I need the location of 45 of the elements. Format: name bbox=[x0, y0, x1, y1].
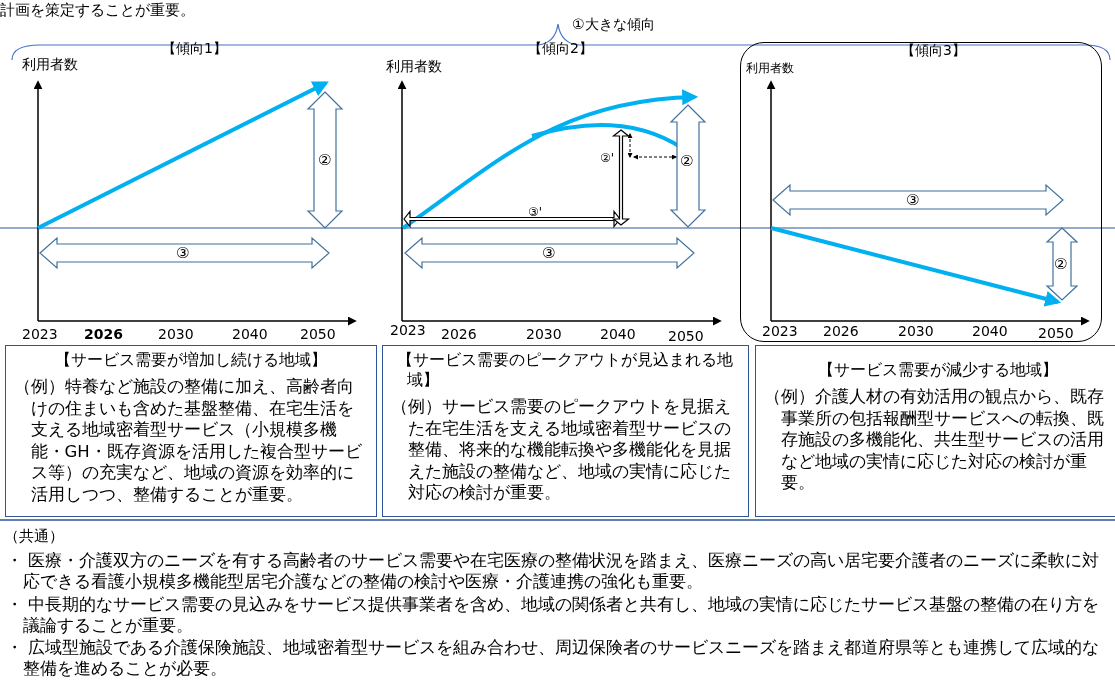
tick-label: 2023 bbox=[762, 323, 798, 339]
section-heading: （共通） bbox=[4, 528, 64, 544]
box-heading: 【サービス需要が減少する地域】 bbox=[816, 360, 1059, 380]
tick-label: 2040 bbox=[600, 326, 636, 342]
panel-heading: 【傾向2】 bbox=[528, 40, 593, 56]
tick-label: 2050 bbox=[1038, 325, 1074, 341]
tick-label: 2050 bbox=[300, 326, 336, 342]
tick-label: 2026 bbox=[84, 326, 123, 342]
bullet-text: ・ 医療・介護双方のニーズを有する高齢者のサービス需要や在宅医療の整備状況を踏まえ、医療ニーズの高い居宅要介護者のニーズに柔軟に対応できる看護小規模多機能型居宅介護などの整備の検討や医療・介護連携の強化も重要。 bbox=[6, 550, 1101, 592]
description-box bbox=[755, 345, 1115, 517]
callout-number: ③ bbox=[176, 245, 190, 261]
box-text: （例）特養など施設の整備に加え、高齢者向けの住まいも含めた基盤整備、在宅生活を支える地域密着型サービス（小規模多機能・GH・既存資源を活用した複合型サービス等）の充実など、地域の資源を効率的に活用しつつ、整備することが重要。 bbox=[14, 376, 363, 505]
callout-number: ③ bbox=[906, 192, 920, 208]
panel-heading: 【傾向3】 bbox=[901, 42, 966, 58]
tick-label: 2026 bbox=[441, 326, 477, 342]
box-heading: 【サービス需要が増加し続ける地域】 bbox=[54, 350, 328, 370]
panel-frame bbox=[740, 42, 1102, 342]
axis-label: 利用者数 bbox=[22, 56, 78, 72]
axis-label: 利用者数 bbox=[746, 60, 794, 76]
box-heading: 【サービス需要のピークアウトが見込まれる地域】 bbox=[396, 350, 735, 390]
note-text: 計画を策定することが重要。 bbox=[0, 2, 195, 18]
tick-label: 2023 bbox=[22, 326, 58, 342]
tick-label: 2050 bbox=[668, 328, 704, 344]
bullet-text: ・ 広域型施設である介護保険施設、地域密着型サービスを組み合わせ、周辺保険者のサービスニーズを踏まえ都道府県等とも連携して広域的な整備を進めることが必要。 bbox=[6, 637, 1101, 679]
box-text: （例）サービス需要のピークアウトを見据えた在宅生活を支える地域密着型サービスの整備、将来的な機能転換や多機能化を見据えた施設の整備など、地域の実情に応じた対応の検討が重要。 bbox=[391, 396, 732, 504]
tick-label: 2030 bbox=[526, 326, 562, 342]
tick-label: 2023 bbox=[390, 322, 426, 338]
tick-label: 2040 bbox=[972, 323, 1008, 339]
tick-label: 2030 bbox=[898, 323, 934, 339]
tick-label: 2040 bbox=[232, 326, 268, 342]
callout-number: ③' bbox=[528, 204, 543, 220]
bullet-text: ・ 中長期的なサービス需要の見込みをサービス提供事業者を含め、地域の関係者と共有し、地域の実情に応じたサービス基盤の整備の在り方を議論することが重要。 bbox=[6, 594, 1101, 636]
box-text: （例）介護人材の有効活用の観点から、既存事業所の包括報酬型サービスへの転換、既存施設の多機能化、共生型サービスの活用など地域の実情に応じた対応の検討が重要。 bbox=[764, 386, 1105, 494]
axis-label: 利用者数 bbox=[386, 58, 442, 74]
callout-number: ③ bbox=[542, 245, 556, 261]
description-box bbox=[5, 345, 377, 517]
tick-label: 2026 bbox=[823, 323, 859, 339]
callout-number: ② bbox=[680, 153, 694, 169]
tick-label: 2030 bbox=[158, 326, 194, 342]
callout-number: ② bbox=[1054, 256, 1068, 272]
brace-label: ①大きな傾向 bbox=[572, 16, 655, 32]
callout-number: ②' bbox=[600, 150, 615, 166]
callout-number: ② bbox=[318, 152, 332, 168]
description-box bbox=[382, 345, 749, 517]
panel-heading: 【傾向1】 bbox=[162, 40, 227, 56]
